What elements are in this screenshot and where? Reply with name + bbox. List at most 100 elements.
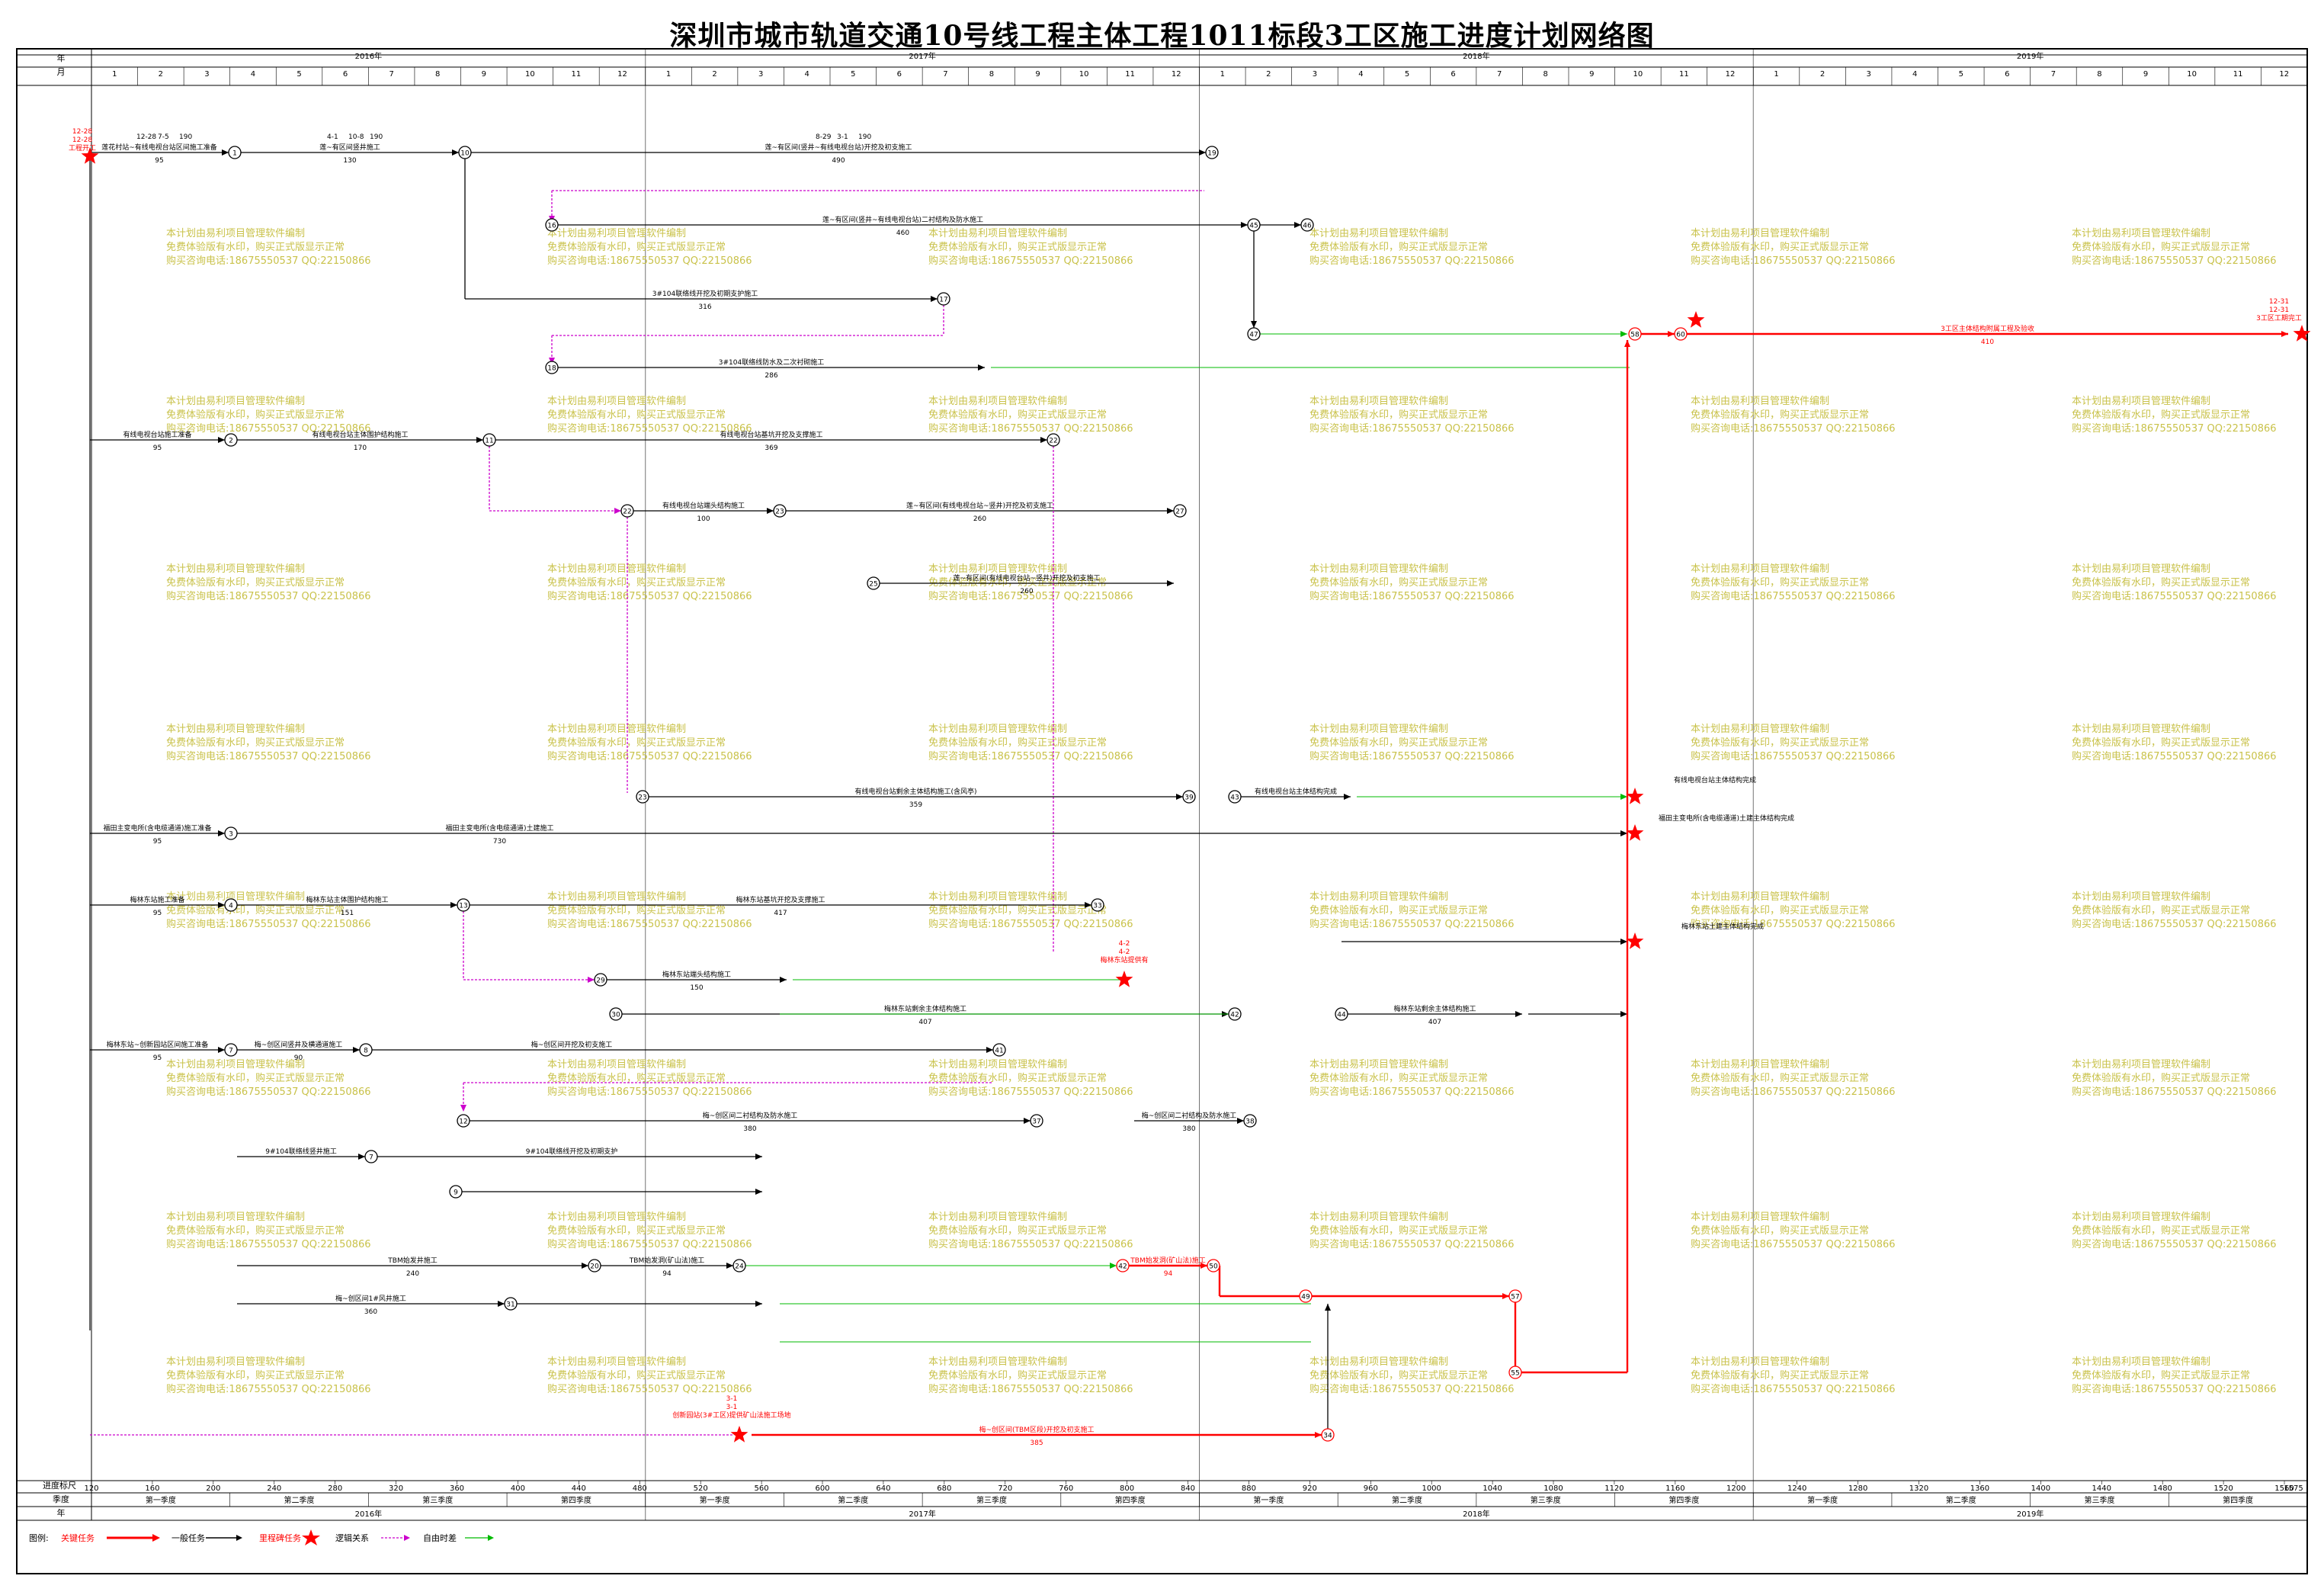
milestone-name: 3工区工期完工 [2256,313,2302,323]
milestone [1626,932,1644,949]
scale-label: 1000 [1422,1484,1441,1493]
activity-duration: 369 [765,444,777,452]
watermark-line: 免费体验版有水印，购买正式版显示正常 [166,1224,345,1237]
watermark: 本计划由易利项目管理软件编制免费体验版有水印，购买正式版显示正常购买咨询电话:1… [547,724,752,762]
watermark: 本计划由易利项目管理软件编制免费体验版有水印，购买正式版显示正常购买咨询电话:1… [166,563,371,602]
month-label: 8 [989,70,994,79]
watermark-line: 本计划由易利项目管理软件编制 [547,1356,686,1368]
arrow-icon [1251,321,1257,328]
month-label: 4 [805,70,809,79]
month-label: 3 [1866,70,1870,79]
node-number: 34 [1323,1433,1332,1440]
node-number: 13 [459,903,467,910]
activity: 有线电视台站剩余主体结构施工(含风亭)359 [854,787,976,809]
arrow-icon [1620,939,1627,945]
node-circle [1182,790,1196,804]
watermark-line: 本计划由易利项目管理软件编制 [547,563,686,575]
watermark: 本计划由易利项目管理软件编制免费体验版有水印，购买正式版显示正常购买咨询电话:1… [2072,1356,2277,1395]
milestone-star-icon [1626,824,1644,841]
quarter-label: 第一季度 [700,1495,730,1505]
watermark-line: 购买咨询电话:18675550537 QQ:22150866 [928,1086,1133,1098]
watermark-line: 本计划由易利项目管理软件编制 [547,891,686,903]
legend-milestone-text: 里程碑任务 [259,1533,301,1543]
node-circle [482,433,496,447]
scale-label: 320 [389,1484,403,1493]
node-circle [1228,790,1242,804]
node-circle [449,1185,463,1199]
month-label: 8 [435,70,440,79]
watermark: 本计划由易利项目管理软件编制免费体验版有水印，购买正式版显示正常购买咨询电话:1… [928,1212,1133,1250]
arrow-icon [1344,794,1351,800]
node-number: 33 [1093,903,1101,910]
watermark: 本计划由易利项目管理软件编制免费体验版有水印，购买正式版显示正常购买咨询电话:1… [166,891,371,930]
legend-critical-arrow-icon [152,1534,160,1542]
watermark-line: 免费体验版有水印，购买正式版显示正常 [1691,576,1869,589]
milestone-star-icon [1687,311,1705,328]
watermark-line: 购买咨询电话:18675550537 QQ:22150866 [1309,1383,1515,1395]
activity-name: 福田主变电所(含电缆通道)施工准备 [103,823,211,833]
activity-duration: 90 [294,1054,303,1062]
watermark: 本计划由易利项目管理软件编制免费体验版有水印，购买正式版显示正常购买咨询电话:1… [547,891,752,930]
watermark: 本计划由易利项目管理软件编制免费体验版有水印，购买正式版显示正常购买咨询电话:1… [928,228,1133,267]
node-number: 12 [459,1118,467,1126]
arrow-icon [1199,149,1206,156]
watermark-line: 免费体验版有水印，购买正式版显示正常 [1309,1224,1488,1237]
node-circle [1674,327,1688,341]
node-number: 23 [638,794,646,802]
watermark: 本计划由易利项目管理软件编制免费体验版有水印，购买正式版显示正常购买咨询电话:1… [547,1212,752,1250]
month-label: 6 [1450,70,1455,79]
watermark-line: 购买咨询电话:18675550537 QQ:22150866 [547,255,752,267]
activity-name: TBM始发井施工 [387,1256,437,1265]
watermark-line: 本计划由易利项目管理软件编制 [166,891,305,903]
legend-float-arrow-icon [488,1535,494,1541]
node-number: 27 [1175,509,1184,516]
network-node: 55 [1508,1366,1522,1379]
scale-label: 1280 [1848,1484,1867,1493]
month-label: 7 [1497,70,1502,79]
arrow-icon [1040,437,1047,443]
month-label: 5 [1959,70,1963,79]
watermark: 本计划由易利项目管理软件编制免费体验版有水印，购买正式版显示正常购买咨询电话:1… [1691,1356,1896,1395]
node-number: 22 [623,509,631,516]
network-node: 30 [609,1007,623,1021]
node-number: 8 [364,1048,368,1055]
watermark-line: 本计划由易利项目管理软件编制 [2072,724,2210,735]
arrow-icon [1085,902,1091,908]
watermark: 本计划由易利项目管理软件编制免费体验版有水印，购买正式版显示正常购买咨询电话:1… [1309,891,1515,930]
month-label: 12 [2279,70,2289,79]
watermark-line: 购买咨询电话:18675550537 QQ:22150866 [547,750,752,762]
node-circle [364,1150,378,1163]
milestone-date: 3-1 [726,1395,738,1403]
watermark-line: 购买咨询电话:18675550537 QQ:22150866 [928,1238,1133,1250]
arrow-icon [452,149,459,156]
watermark-line: 购买咨询电话:18675550537 QQ:22150866 [1691,750,1896,762]
month-label: 2 [1266,70,1271,79]
watermark-line: 购买咨询电话:18675550537 QQ:22150866 [1309,918,1515,930]
scale-label: 1120 [1604,1484,1624,1493]
year-row-label: 年 [57,53,66,63]
activity-duration: 150 [690,984,703,992]
year-row-label-bottom: 年 [57,1507,66,1518]
scale-label: 1480 [2153,1484,2172,1493]
activity-name: 梅林东站剩余主体结构施工 [884,1004,966,1013]
month-label: 4 [251,70,255,79]
watermark: 本计划由易利项目管理软件编制免费体验版有水印，购买正式版显示正常购买咨询电话:1… [1309,563,1515,602]
network-node: 31 [504,1297,518,1311]
scale-label: 1240 [1787,1484,1806,1493]
arrow-icon [218,902,225,908]
month-label: 11 [2233,70,2243,79]
watermark-line: 免费体验版有水印，购买正式版显示正常 [2072,737,2250,749]
arrow-icon [931,296,938,302]
arrow-icon [614,508,621,514]
sheet-border [16,48,2308,1574]
activity-duration: 407 [918,1019,931,1026]
watermark-line: 免费体验版有水印，购买正式版显示正常 [1691,904,1869,916]
watermark-line: 免费体验版有水印，购买正式版显示正常 [1309,1369,1488,1382]
